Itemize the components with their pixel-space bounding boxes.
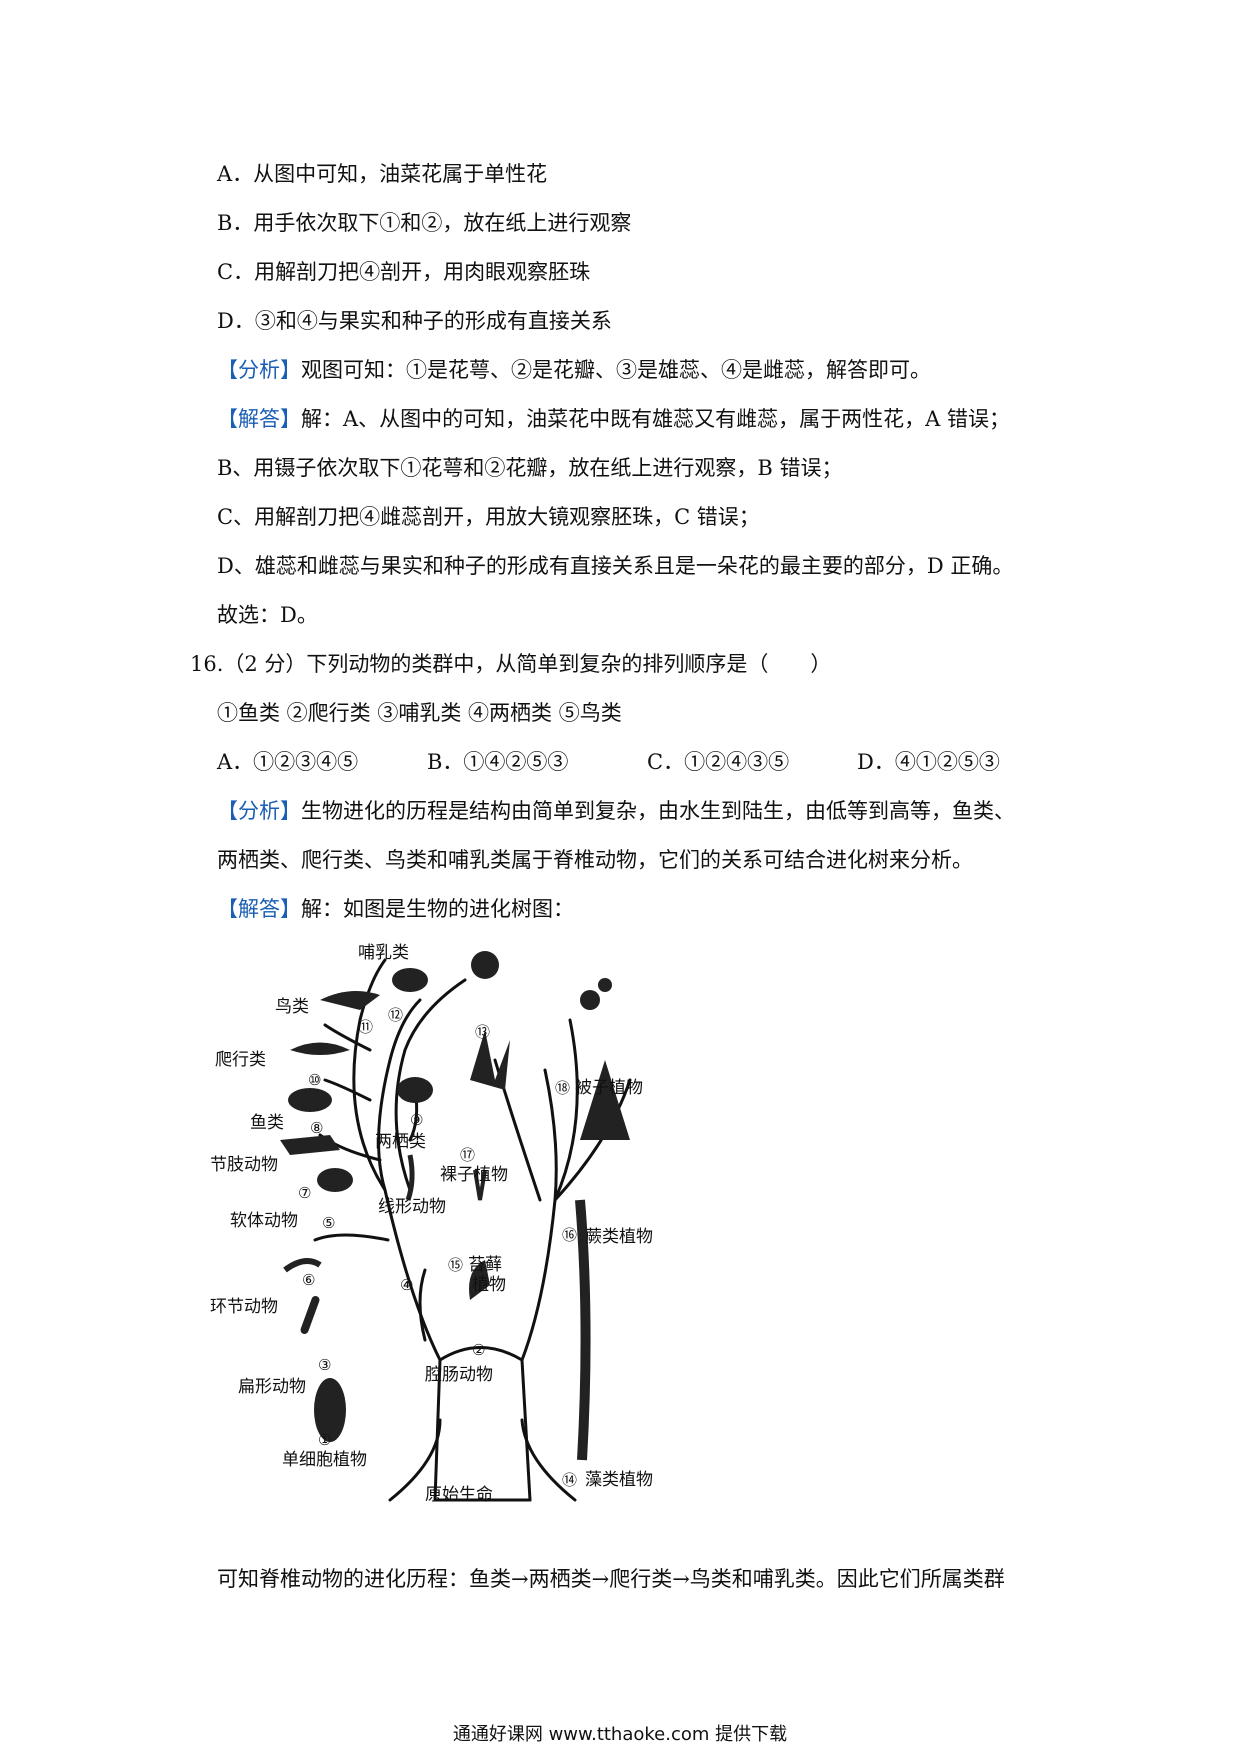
circle-number-8: ⑧ [310,1119,323,1137]
mammal-icon [392,968,428,992]
tree-left-branch [352,958,387,1192]
gymnosperm-icon [470,1030,510,1090]
circle-number-11: ⑪ [358,1018,373,1036]
unicellular-organism-icon [314,1378,346,1442]
circle-number-12: ⑫ [388,1006,403,1024]
q16-analysis-line-2: 两栖类、爬行类、鸟类和哺乳类属于脊椎动物，它们的关系可结合进化树来分析。 [217,848,973,872]
label-angiosperm: 被子植物 [575,1078,643,1098]
label-bird: 鸟类 [275,997,309,1017]
root-left [388,1418,442,1502]
root-right [520,1418,577,1502]
circle-number-16: ⑯ [562,1226,577,1244]
circle-number-10: ⑩ [308,1071,321,1089]
circle-number-13: ⑬ [475,1023,490,1041]
q15-analysis: 【分析】观图可知：①是花萼、②是花瓣、③是雄蕊、④是雌蕊，解答即可。 [217,356,931,384]
q15-option-a: A．从图中可知，油菜花属于单性花 [217,162,548,186]
circle-number-5: ⑤ [322,1214,335,1232]
label-moss-line-1: 苔藓 [468,1255,502,1275]
label-algae: 藻类植物 [585,1470,653,1490]
tree-right-branch [553,1018,579,1202]
answer-text: 解：如图是生物的进化树图： [301,897,574,921]
circle-number-2: ② [472,1341,485,1359]
nematode-icon [405,1154,415,1201]
circle-number-14: ⑭ [562,1471,577,1489]
label-coelenterate: 腔肠动物 [425,1365,493,1385]
q16-option-d: D．④①②⑤③ [857,750,1000,774]
answer-text: 解：A、从图中的可知，油菜花中既有雄蕊又有雌蕊，属于两性花，A 错误； [301,407,1011,431]
label-fern: 蕨类植物 [585,1227,653,1247]
analysis-tag: 【分析】 [217,358,301,382]
label-origin: 原始生命 [425,1485,493,1505]
circle-number-17: ⑰ [460,1146,475,1164]
moss-icon [473,1169,487,1201]
label-annelid: 环节动物 [210,1297,278,1317]
amphibian-icon [397,1077,433,1103]
tree-right-trunk-line [520,1068,558,1502]
circle-number-6: ⑥ [302,1271,315,1289]
answer-tag: 【解答】 [217,407,301,431]
label-arthropod: 节肢动物 [210,1155,278,1175]
arthropod-icon [280,1135,340,1155]
bird-icon [320,991,380,1010]
tree-left-inner-branch [394,978,467,1192]
q15-option-c: C．用解剖刀把④剖开，用肉眼观察胚珠 [217,260,591,284]
q15-answer-line-1: 【解答】解：A、从图中的可知，油菜花中既有雄蕊又有雌蕊，属于两性花，A 错误； [217,405,1010,433]
tree-fork-line [438,1346,524,1362]
label-reptile: 爬行类 [215,1050,266,1070]
evolution-tree-figure: 哺乳类 鸟类 爬行类 鱼类 两栖类 节肢动物 软体动物 线形动物 环节动物 扁形… [210,943,653,1505]
q16-option-c: C．①②④③⑤ [647,750,790,774]
q16-option-b: B．①④②⑤③ [427,750,569,774]
label-mammal: 哺乳类 [358,943,409,963]
annelid-icon [283,1258,322,1273]
analysis-text: 生物进化的历程是结构由简单到复杂，由水生到陆生，由低等到高等，鱼类、 [301,799,1015,823]
reptile-icon [290,1042,350,1055]
label-gymnosperm: 裸子植物 [440,1165,508,1185]
label-mollusk: 软体动物 [230,1211,298,1231]
label-flatworm: 扁形动物 [238,1377,306,1397]
angiosperm-flower-icon [598,978,612,992]
q15-answer-line-2: B、用镊子依次取下①花萼和②花瓣，放在纸上进行观察，B 错误； [217,456,843,480]
answer-tag: 【解答】 [217,897,301,921]
twig-arthropod [323,1078,372,1102]
q16-stem: 16.（2 分）下列动物的类群中，从简单到复杂的排列顺序是（ ） [190,652,832,676]
label-moss-line-2: 植物 [472,1275,506,1295]
label-fish: 鱼类 [250,1113,284,1133]
circle-number-18: ⑱ [555,1079,570,1097]
analysis-text: 观图可知：①是花萼、②是花瓣、③是雄蕊、④是雌蕊，解答即可。 [301,358,931,382]
twig-fish [323,1023,372,1052]
q15-answer-line-3: C、用解剖刀把④雌蕊剖开，用放大镜观察胚珠，C 错误； [217,505,760,529]
q16-option-a: A．①②③④⑤ [217,750,359,774]
circle-number-1: ① [318,1431,331,1449]
human-icon [471,951,499,979]
coelenterate-icon [469,1260,490,1300]
fish-icon [288,1088,332,1112]
fern-icon [580,1060,630,1140]
angiosperm-icon [580,990,600,1010]
twig-flatworm [418,1268,427,1342]
algae-icon [575,1199,591,1461]
twig-annelid [313,1233,390,1242]
tree-left-trunk-line [377,998,442,1502]
circle-number-3: ③ [318,1356,331,1374]
q16-answer-line-1: 【解答】解：如图是生物的进化树图： [217,895,574,923]
label-amphibian: 两栖类 [375,1132,426,1152]
q15-conclusion: 故选：D。 [217,603,318,627]
circle-number-4: ④ [400,1276,413,1294]
circle-number-9: ⑨ [410,1111,423,1129]
q16-after-figure: 可知脊椎动物的进化历程：鱼类→两栖类→爬行类→鸟类和哺乳类。因此它们所属类群 [217,1567,1005,1591]
page-footer: 通通好课网 www.tthaoke.com 提供下载 [452,1724,788,1745]
label-unicellular: 单细胞植物 [282,1450,367,1470]
flatworm-icon [300,1295,320,1335]
analysis-tag: 【分析】 [217,799,301,823]
q16-items: ①鱼类 ②爬行类 ③哺乳类 ④两栖类 ⑤鸟类 [217,701,622,725]
q15-option-d: D．③和④与果实和种子的形成有直接关系 [217,309,612,333]
q15-answer-line-4: D、雄蕊和雌蕊与果实和种子的形成有直接关系且是一朵花的最主要的部分，D 正确。 [217,554,1014,578]
q16-analysis-line-1: 【分析】生物进化的历程是结构由简单到复杂，由水生到陆生，由低等到高等，鱼类、 [217,797,1015,825]
circle-number-7: ⑦ [298,1184,311,1202]
mollusk-icon [317,1168,353,1192]
label-nematode: 线形动物 [378,1197,446,1217]
circle-number-15: ⑮ [448,1256,463,1274]
q15-option-b: B．用手依次取下①和②，放在纸上进行观察 [217,211,632,235]
